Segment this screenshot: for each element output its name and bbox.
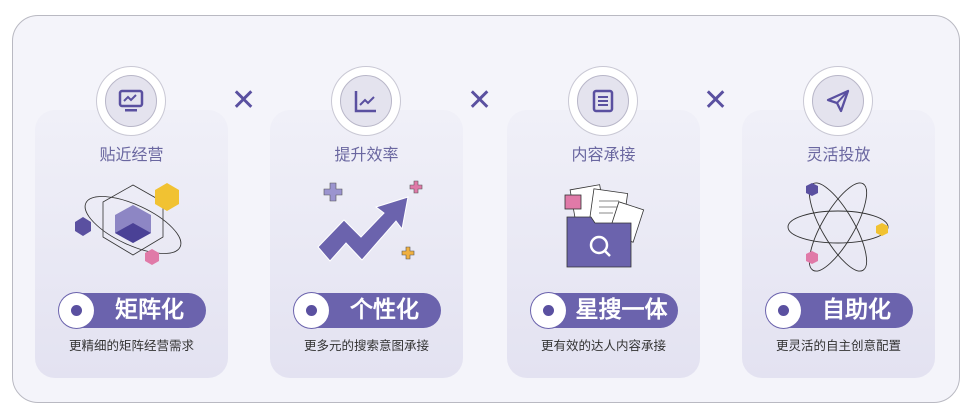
badge-label: 矩阵化 bbox=[115, 297, 184, 323]
icon-ring bbox=[569, 67, 637, 135]
badge-label: 星搜一体 bbox=[575, 297, 668, 323]
multiply-icon: ✕ bbox=[703, 83, 729, 118]
feature-card-matrix bbox=[35, 110, 228, 378]
radio-dot-icon bbox=[59, 293, 94, 328]
feature-column-1: 贴近经营 矩阵化 更精细的矩阵经营需求 bbox=[35, 0, 228, 413]
card-description: 更精细的矩阵经营需求 bbox=[68, 338, 194, 353]
badge-pill: 自助化 bbox=[766, 293, 913, 328]
multiply-icon: ✕ bbox=[467, 83, 493, 118]
radio-dot-icon bbox=[531, 293, 566, 328]
cube-orbit-illustration bbox=[75, 183, 182, 265]
icon-ring bbox=[97, 67, 165, 135]
monitor-chart-icon bbox=[118, 89, 144, 112]
card-title: 提升效率 bbox=[334, 145, 399, 164]
atom-illustration bbox=[787, 182, 889, 272]
card-title: 灵活投放 bbox=[806, 145, 871, 164]
feature-card-self-service bbox=[742, 110, 935, 378]
growth-arrow-illustration bbox=[317, 180, 423, 262]
badge-label: 个性化 bbox=[350, 297, 419, 323]
icon-ring bbox=[332, 67, 400, 135]
feature-column-2: 提升效率 个性化 更多元的搜索意图承接 bbox=[270, 0, 463, 413]
badge-pill: 星搜一体 bbox=[531, 293, 678, 328]
multiply-icon: ✕ bbox=[231, 83, 257, 118]
card-title: 贴近经营 bbox=[99, 145, 164, 164]
badge-pill: 个性化 bbox=[294, 293, 441, 328]
card-description: 更有效的达人内容承接 bbox=[540, 338, 666, 353]
badge-pill: 矩阵化 bbox=[59, 293, 206, 328]
radio-dot-icon bbox=[766, 293, 801, 328]
search-folder-illustration bbox=[564, 184, 645, 268]
feature-column-4: 灵活投放 自助化 更灵活的自主创意配置 bbox=[742, 0, 935, 413]
card-description: 更多元的搜索意图承接 bbox=[303, 338, 429, 353]
card-title: 内容承接 bbox=[571, 145, 636, 164]
icon-ring bbox=[804, 67, 872, 135]
paper-plane-icon bbox=[826, 89, 850, 113]
card-description: 更灵活的自主创意配置 bbox=[775, 338, 901, 353]
list-document-icon bbox=[592, 89, 614, 113]
badge-label: 自助化 bbox=[822, 297, 891, 323]
radio-dot-icon bbox=[294, 293, 329, 328]
feature-column-3: 内容承接 星搜一体 更有效的达人内容承接 bbox=[507, 0, 700, 413]
line-chart-icon bbox=[354, 91, 376, 113]
